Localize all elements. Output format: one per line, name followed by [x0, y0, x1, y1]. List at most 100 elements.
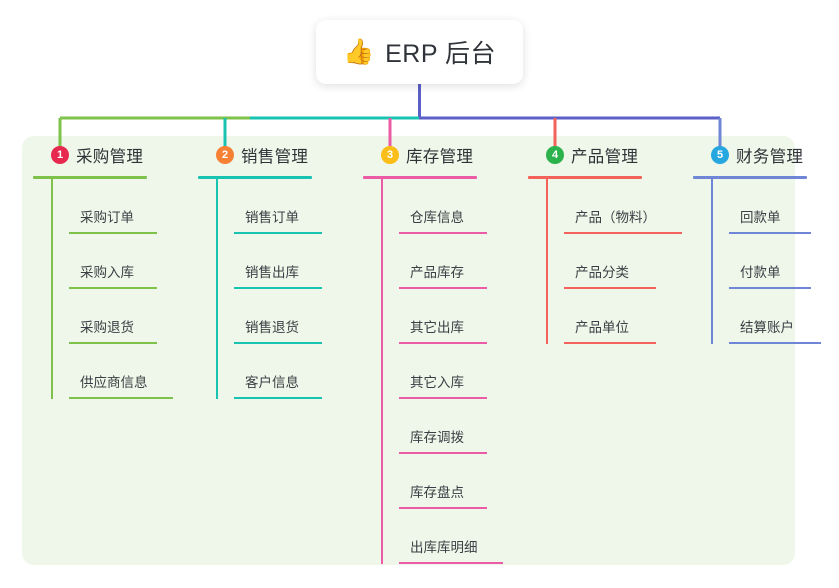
column-rule-4 — [528, 176, 642, 179]
menu-item-label: 采购退货 — [80, 320, 134, 335]
column-header-1[interactable]: 1 采购管理 — [33, 143, 183, 167]
menu-item-label: 产品单位 — [575, 320, 629, 335]
menu-item-rule — [234, 232, 322, 234]
column-spine-5 — [711, 179, 713, 344]
column-title-5: 财务管理 — [736, 148, 804, 166]
column-title-2: 销售管理 — [241, 148, 309, 166]
menu-item-label: 销售订单 — [245, 210, 299, 225]
menu-item-rule — [69, 287, 157, 289]
menu-item[interactable]: 销售退货 — [216, 289, 348, 344]
menu-item[interactable]: 其它出库 — [381, 289, 513, 344]
menu-item[interactable]: 销售出库 — [216, 234, 348, 289]
menu-item-rule — [399, 342, 487, 344]
menu-item-rule — [399, 287, 487, 289]
menu-item-label: 客户信息 — [245, 375, 299, 390]
menu-item[interactable]: 产品（物料） — [546, 179, 688, 234]
menu-item-rule — [564, 232, 682, 234]
column-3: 3 库存管理仓库信息产品库存其它出库其它入库库存调拨库存盘点出库库明细 — [363, 143, 513, 564]
menu-item-label: 产品库存 — [410, 265, 464, 280]
menu-item-label: 出库库明细 — [410, 540, 478, 555]
menu-item-rule — [729, 232, 811, 234]
column-header-3[interactable]: 3 库存管理 — [363, 143, 513, 167]
menu-item-label: 采购入库 — [80, 265, 134, 280]
root-node-title: ERP 后台 — [385, 40, 497, 68]
menu-item-label: 其它出库 — [410, 320, 464, 335]
menu-item[interactable]: 库存盘点 — [381, 454, 513, 509]
column-spine-4 — [546, 179, 548, 344]
column-items-3: 仓库信息产品库存其它出库其它入库库存调拨库存盘点出库库明细 — [363, 179, 513, 564]
column-spine-2 — [216, 179, 218, 399]
column-1: 1 采购管理采购订单采购入库采购退货供应商信息 — [33, 143, 183, 399]
menu-item[interactable]: 产品分类 — [546, 234, 688, 289]
menu-item-label: 产品分类 — [575, 265, 629, 280]
column-title-1: 采购管理 — [76, 148, 144, 166]
menu-item[interactable]: 产品单位 — [546, 289, 688, 344]
menu-item-label: 库存调拨 — [410, 430, 464, 445]
menu-item[interactable]: 供应商信息 — [51, 344, 183, 399]
menu-item-rule — [564, 342, 656, 344]
column-4: 4 产品管理产品（物料） 产品分类产品单位 — [528, 143, 688, 344]
column-badge-icon-1: 1 — [51, 146, 69, 164]
menu-item-rule — [564, 287, 656, 289]
menu-item-label: 销售出库 — [245, 265, 299, 280]
column-2: 2 销售管理销售订单销售出库销售退货客户信息 — [198, 143, 348, 399]
menu-item-label: 结算账户 — [740, 320, 794, 335]
column-header-2[interactable]: 2 销售管理 — [198, 143, 348, 167]
root-node-card[interactable]: 👍 ERP 后台 — [316, 20, 523, 84]
column-items-4: 产品（物料） 产品分类产品单位 — [528, 179, 688, 344]
column-header-5[interactable]: 5 财务管理 — [693, 143, 839, 167]
column-rule-5 — [693, 176, 807, 179]
column-header-4[interactable]: 4 产品管理 — [528, 143, 688, 167]
menu-item[interactable]: 付款单 — [711, 234, 839, 289]
column-badge-icon-2: 2 — [216, 146, 234, 164]
column-items-5: 回款单付款单结算账户 — [693, 179, 839, 344]
menu-item-rule — [69, 232, 157, 234]
column-badge-icon-3: 3 — [381, 146, 399, 164]
menu-item-rule — [729, 342, 821, 344]
menu-item-rule — [234, 397, 322, 399]
column-title-4: 产品管理 — [571, 148, 639, 166]
diagram-panel-background — [22, 136, 795, 565]
menu-item-rule — [399, 397, 487, 399]
menu-item-label: 产品（物料） — [575, 210, 656, 225]
column-rule-1 — [33, 176, 147, 179]
menu-item-rule — [234, 342, 322, 344]
menu-item[interactable]: 回款单 — [711, 179, 839, 234]
menu-item-label: 其它入库 — [410, 375, 464, 390]
menu-item-rule — [69, 342, 157, 344]
column-spine-1 — [51, 179, 53, 399]
menu-item[interactable]: 采购退货 — [51, 289, 183, 344]
menu-item-rule — [399, 562, 503, 564]
menu-item[interactable]: 采购订单 — [51, 179, 183, 234]
column-badge-icon-5: 5 — [711, 146, 729, 164]
menu-item-label: 采购订单 — [80, 210, 134, 225]
column-badge-icon-4: 4 — [546, 146, 564, 164]
menu-item-rule — [69, 397, 173, 399]
menu-item-rule — [399, 232, 487, 234]
column-spine-3 — [381, 179, 383, 564]
menu-item-label: 回款单 — [740, 210, 781, 225]
column-items-2: 销售订单销售出库销售退货客户信息 — [198, 179, 348, 399]
menu-item-rule — [234, 287, 322, 289]
column-rule-3 — [363, 176, 477, 179]
column-items-1: 采购订单采购入库采购退货供应商信息 — [33, 179, 183, 399]
column-title-3: 库存管理 — [406, 148, 474, 166]
menu-item[interactable]: 其它入库 — [381, 344, 513, 399]
menu-item[interactable]: 销售订单 — [216, 179, 348, 234]
menu-item[interactable]: 出库库明细 — [381, 509, 513, 564]
menu-item-rule — [399, 452, 487, 454]
thumbs-up-icon: 👍 — [342, 37, 375, 66]
column-rule-2 — [198, 176, 312, 179]
menu-item[interactable]: 产品库存 — [381, 234, 513, 289]
menu-item[interactable]: 结算账户 — [711, 289, 839, 344]
menu-item-label: 库存盘点 — [410, 485, 464, 500]
menu-item[interactable]: 仓库信息 — [381, 179, 513, 234]
menu-item-label: 供应商信息 — [80, 375, 148, 390]
menu-item-rule — [399, 507, 487, 509]
menu-item[interactable]: 库存调拨 — [381, 399, 513, 454]
menu-item[interactable]: 采购入库 — [51, 234, 183, 289]
menu-item-rule — [729, 287, 811, 289]
menu-item[interactable]: 客户信息 — [216, 344, 348, 399]
menu-item-label: 销售退货 — [245, 320, 299, 335]
